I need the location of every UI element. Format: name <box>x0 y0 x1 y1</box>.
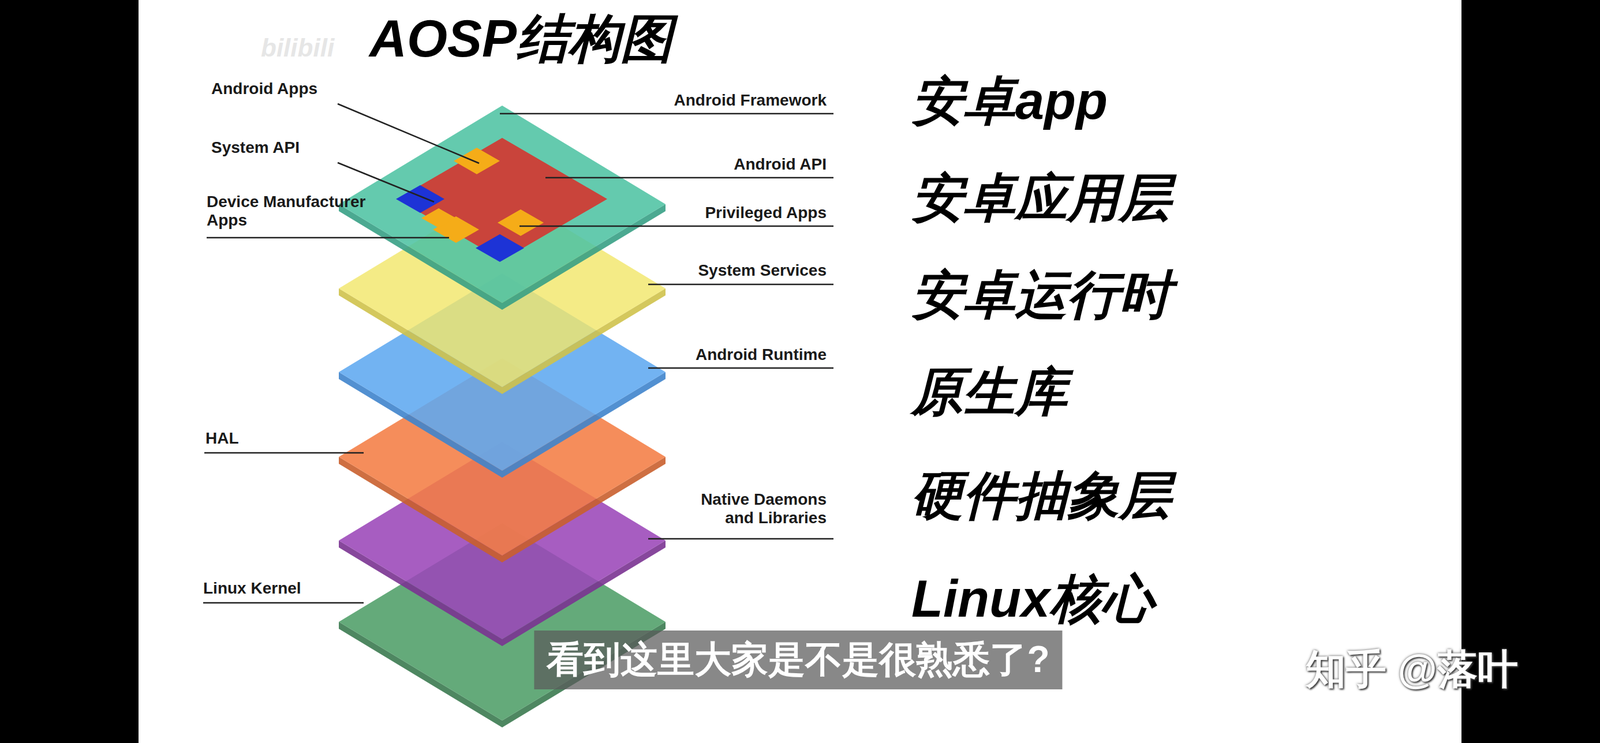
leader-line <box>648 367 834 370</box>
watermark: 知乎 @落叶 <box>1305 647 1519 693</box>
layer-label: Android API <box>733 155 827 174</box>
layer-label: System Services <box>697 261 827 280</box>
leader-line <box>648 538 834 541</box>
layer-face <box>338 105 666 304</box>
app-tile <box>421 208 456 228</box>
leader-line <box>648 283 834 286</box>
layer-label: HAL <box>205 429 239 448</box>
chinese-label: 安卓运行时 <box>911 266 1172 324</box>
app-tile <box>453 147 500 175</box>
leader-line <box>204 452 364 455</box>
leader-line <box>519 225 834 228</box>
layer-label: Android Apps <box>211 79 318 99</box>
layer-label: System API <box>211 138 300 157</box>
chinese-label: 安卓应用层 <box>911 169 1172 227</box>
chinese-label: 安卓app <box>911 72 1108 130</box>
leader-line <box>206 237 450 239</box>
layer-label: Android Runtime <box>695 345 827 365</box>
layer-label: Device Manufacturer Apps <box>206 192 370 230</box>
watermark: bilibili <box>260 33 335 63</box>
chinese-label: 原生库 <box>911 363 1068 421</box>
layer-label: Android Framework <box>674 91 827 110</box>
chinese-label: 硬件抽象层 <box>911 467 1172 525</box>
leader-line <box>203 602 364 605</box>
system-api-tile <box>475 234 525 263</box>
leader-line <box>545 177 834 179</box>
layer-plate <box>338 105 666 310</box>
leader-line <box>499 113 834 115</box>
subtitle: 看到这里大家是不是很熟悉了? <box>533 630 1063 690</box>
app-tile <box>497 209 544 237</box>
title: AOSP结构图 <box>369 10 673 68</box>
chinese-label: Linux核心 <box>911 570 1154 628</box>
layer-label: Linux Kernel <box>203 579 302 598</box>
leader-lines <box>203 103 834 604</box>
layer-label: Privileged Apps <box>704 203 827 223</box>
leader-line <box>337 103 480 164</box>
layer-label: Native Daemons and Libraries <box>685 490 827 528</box>
